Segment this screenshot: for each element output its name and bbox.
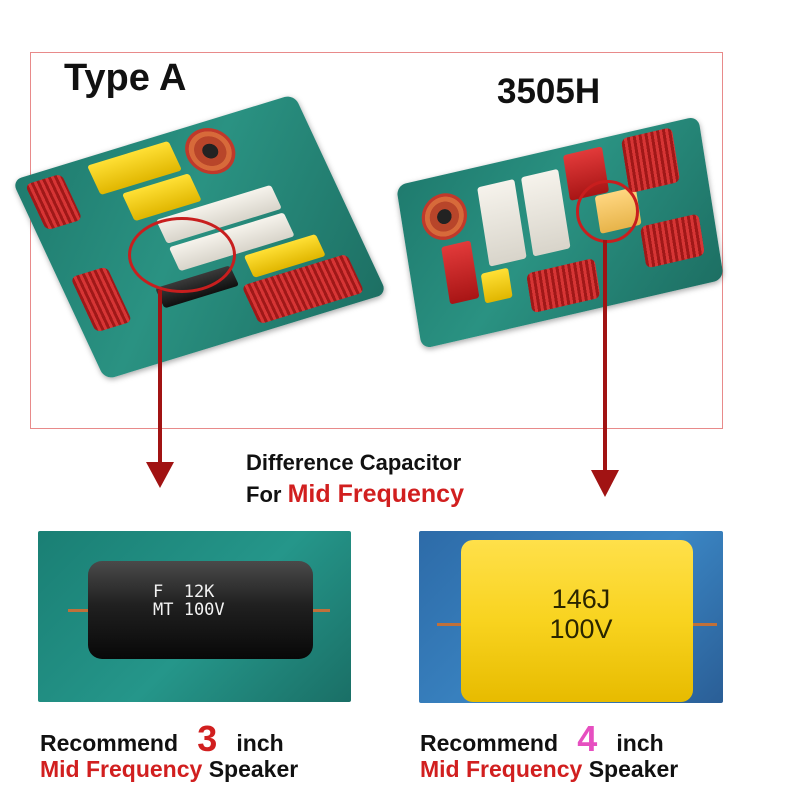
recommend-b-line1: Recommend 4 inch: [420, 718, 664, 760]
recommend-b-line2: Mid Frequency Speaker: [420, 756, 678, 783]
caption-prefix: For: [246, 482, 282, 507]
photo-yellow-capacitor: 146J 100V: [419, 531, 723, 703]
highlight-circle-3505h: [576, 180, 639, 243]
recommend-b-size: 4: [577, 718, 598, 759]
caption-highlight: Mid Frequency: [287, 480, 464, 508]
recommend-unit: inch: [616, 730, 664, 756]
recommend-a-size: 3: [197, 718, 218, 759]
capacitor-lead: [300, 609, 330, 612]
yellow-capacitor-marking: 146J 100V: [549, 584, 613, 644]
recommend-b-mid: Mid Frequency: [420, 756, 583, 782]
recommend-b-speaker: Speaker: [588, 756, 679, 782]
model-3505h-label: 3505H: [497, 72, 601, 111]
black-capacitor-marking: F 12K MT 100V: [153, 582, 225, 620]
recommend-a-speaker: Speaker: [208, 756, 299, 782]
type-a-label: Type A: [64, 57, 187, 99]
photo-black-capacitor: F 12K MT 100V: [38, 531, 351, 702]
recommend-word: Recommend: [40, 730, 179, 756]
capacitor-lead: [437, 623, 467, 626]
arrow-head-right: [591, 470, 619, 497]
caption-subtitle: For Mid Frequency: [246, 480, 464, 509]
black-capacitor-body: F 12K MT 100V: [88, 561, 313, 659]
recommend-unit: inch: [236, 730, 284, 756]
capacitor-lead: [68, 609, 98, 612]
recommend-a-line1: Recommend 3 inch: [40, 718, 284, 760]
yellow-capacitor-body: 146J 100V: [461, 540, 693, 702]
arrow-head-left: [146, 462, 174, 488]
caption-title: Difference Capacitor: [246, 450, 462, 475]
recommend-a-line2: Mid Frequency Speaker: [40, 756, 298, 783]
recommend-word: Recommend: [420, 730, 559, 756]
highlight-circle-type-a: [128, 217, 236, 293]
recommend-a-mid: Mid Frequency: [40, 756, 203, 782]
capacitor-lead: [687, 623, 717, 626]
